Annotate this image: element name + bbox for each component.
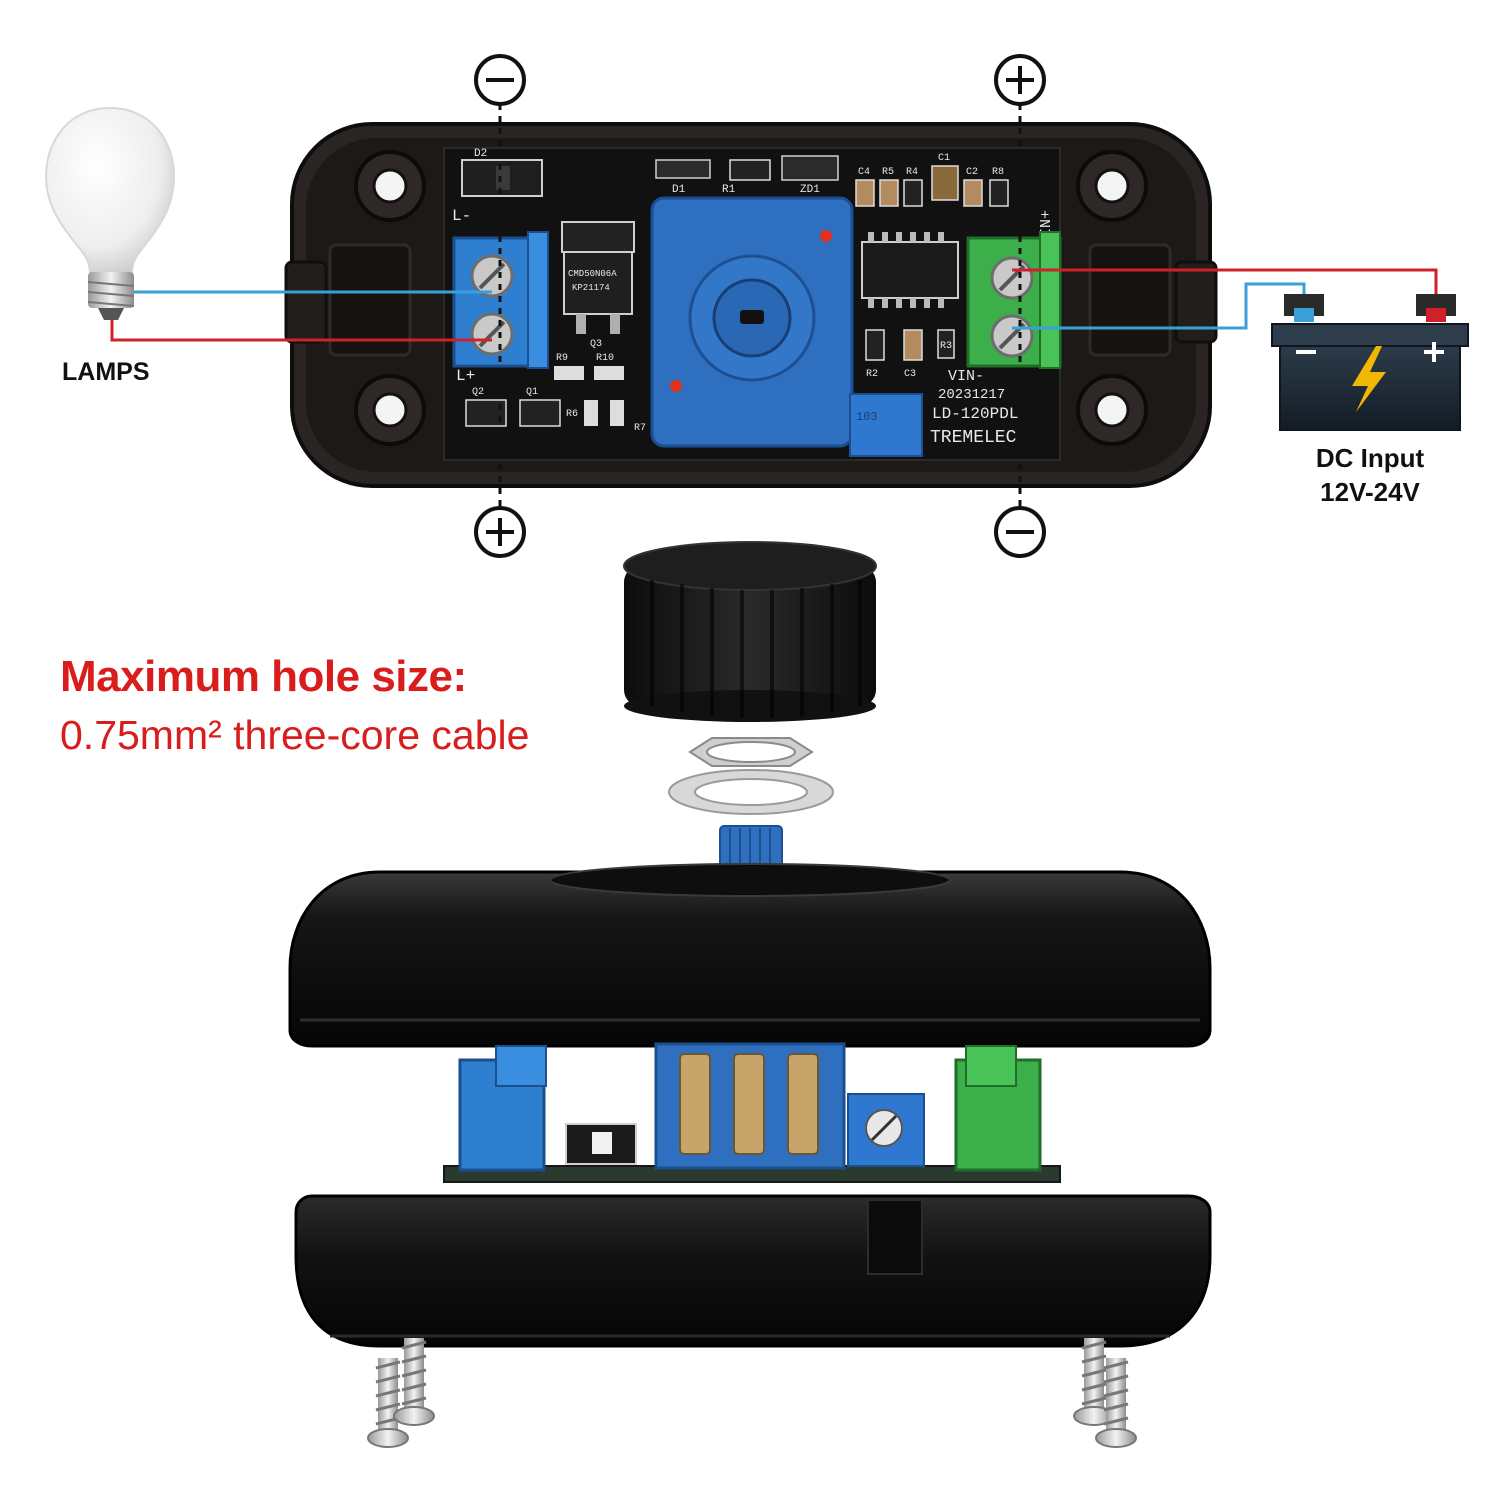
silk-ref-r10: R10 (596, 353, 614, 364)
minus-circle-icon (474, 54, 526, 106)
silk-ref-r5: R5 (882, 167, 894, 178)
lightning-bolt-icon (1352, 346, 1386, 412)
silk-vin-minus: VIN- (948, 368, 984, 385)
silk-ref-r3: R3 (940, 341, 952, 352)
trimmer-marking: 103 (856, 410, 878, 424)
polarity-guides (498, 104, 1022, 508)
mosfet-chip (561, 221, 635, 334)
screw-hole-icon (354, 374, 426, 446)
silk-model: LD-120PDL (932, 405, 1018, 423)
dc-input-title: DC Input (1315, 443, 1425, 473)
screw-icon (393, 1338, 435, 1426)
plus-circle-icon (474, 506, 526, 558)
screw-icon (1073, 1338, 1115, 1426)
silk-ref-r6: R6 (566, 409, 578, 420)
silk-ref-r9: R9 (556, 353, 568, 364)
silk-date-code: 20231217 (938, 387, 1005, 403)
silk-ref-r2: R2 (866, 369, 878, 380)
silk-ref-r4: R4 (906, 167, 918, 178)
power-terminal-block (966, 231, 1062, 369)
hex-nut (688, 737, 814, 767)
silk-ref-c3: C3 (904, 369, 916, 380)
screws-right (1073, 1338, 1137, 1448)
silk-ref-c4: C4 (858, 167, 870, 178)
silk-ref-c1: C1 (938, 153, 950, 164)
silk-ref-q2: Q2 (472, 387, 484, 398)
minus-circle-icon (994, 506, 1046, 558)
lamps-label: LAMPS (62, 358, 150, 386)
screw-icon (1095, 1358, 1137, 1448)
knob-cap (623, 541, 877, 722)
mosfet-marking: CMD50N06A (568, 269, 617, 279)
mosfet-lot: KP21174 (572, 283, 610, 293)
silk-ref-d1: D1 (672, 184, 686, 196)
battery-icon (1271, 294, 1469, 431)
hole-size-heading: Maximum hole size: (60, 652, 467, 701)
silk-l-minus: L- (452, 207, 471, 225)
screw-hole-icon (1076, 150, 1148, 222)
silk-ref-c2: C2 (966, 167, 978, 178)
dc-wire-blue (1012, 282, 1306, 330)
dc-input-voltage: 12V-24V (1320, 477, 1420, 507)
screw-hole-icon (354, 150, 426, 222)
silk-ref-r1: R1 (722, 184, 736, 196)
trimmer-resistor: 103 (849, 393, 923, 457)
potentiometer (650, 196, 854, 448)
washer (668, 769, 834, 815)
light-bulb-icon (44, 106, 176, 320)
lamp-wire-red (110, 318, 492, 342)
pcb-side-view (443, 1042, 1061, 1183)
bottom-base (294, 1194, 1212, 1348)
top-cover (288, 863, 1212, 1048)
silk-brand: TREMELEC (930, 428, 1017, 448)
silk-ref-r8: R8 (992, 167, 1004, 178)
screw-hole-icon (1076, 374, 1148, 446)
silk-ref-q1: Q1 (526, 387, 538, 398)
plus-circle-icon (994, 54, 1046, 106)
screws-left (367, 1338, 435, 1448)
hole-size-description: 0.75mm² three-core cable (60, 712, 530, 758)
silk-ref-zd1: ZD1 (800, 184, 820, 196)
silk-ref-d2: D2 (474, 148, 487, 160)
silk-l-plus: L+ (456, 367, 475, 385)
silk-ref-q3: Q3 (590, 339, 602, 350)
silk-ref-r7: R7 (634, 423, 646, 434)
